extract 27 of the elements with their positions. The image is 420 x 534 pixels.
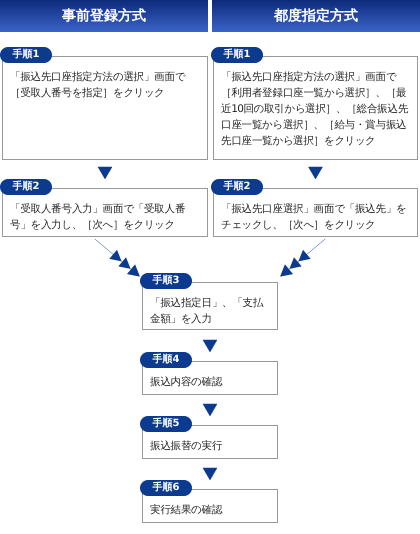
step-badge: 手順5 bbox=[140, 416, 192, 432]
arrow bbox=[202, 340, 218, 352]
header-title: 事前登録方式 bbox=[62, 7, 146, 25]
header-band bbox=[0, 0, 208, 32]
step-text: 「振込先口座選択」画面で「振込先」をチェックし、［次へ］をクリック bbox=[221, 202, 408, 233]
step-text: 「受取人番号入力」画面で「受取人番号」を入力し、［次へ］をクリック bbox=[10, 202, 186, 233]
header-title: 都度指定方式 bbox=[274, 7, 358, 25]
step-badge: 手順1 bbox=[0, 47, 52, 63]
step-text: 振込内容の確認 bbox=[150, 375, 224, 390]
step-text: 「振込指定日」、「支払金額」を入力 bbox=[150, 296, 264, 327]
arrow bbox=[308, 166, 323, 180]
arrow bbox=[280, 238, 326, 277]
step-text: 実行結果の確認 bbox=[150, 503, 224, 518]
step-badge: 手順6 bbox=[140, 480, 192, 496]
step-badge: 手順3 bbox=[140, 273, 192, 289]
arrow bbox=[94, 238, 140, 277]
arrow bbox=[98, 166, 112, 180]
step-text: 「振込先口座指定方法の選択」画面で［受取人番号を指定］をクリック bbox=[10, 70, 186, 101]
arrow bbox=[202, 404, 218, 416]
step-badge: 手順2 bbox=[0, 179, 52, 195]
step-badge: 手順1 bbox=[211, 47, 263, 63]
step-text: 「振込先口座指定方法の選択」画面で［利用者登録口座一覧から選択］、［最近10回の取引から選択］、［総合振込先口座一覧から選択］、［給与・賞与振込先口座一覧から選択］をクリック bbox=[221, 70, 410, 149]
step-badge: 手順2 bbox=[211, 179, 263, 195]
step-badge: 手順4 bbox=[140, 352, 192, 368]
step-text: 振込振替の実行 bbox=[150, 439, 224, 454]
header-band bbox=[212, 0, 420, 32]
arrow bbox=[202, 468, 218, 480]
